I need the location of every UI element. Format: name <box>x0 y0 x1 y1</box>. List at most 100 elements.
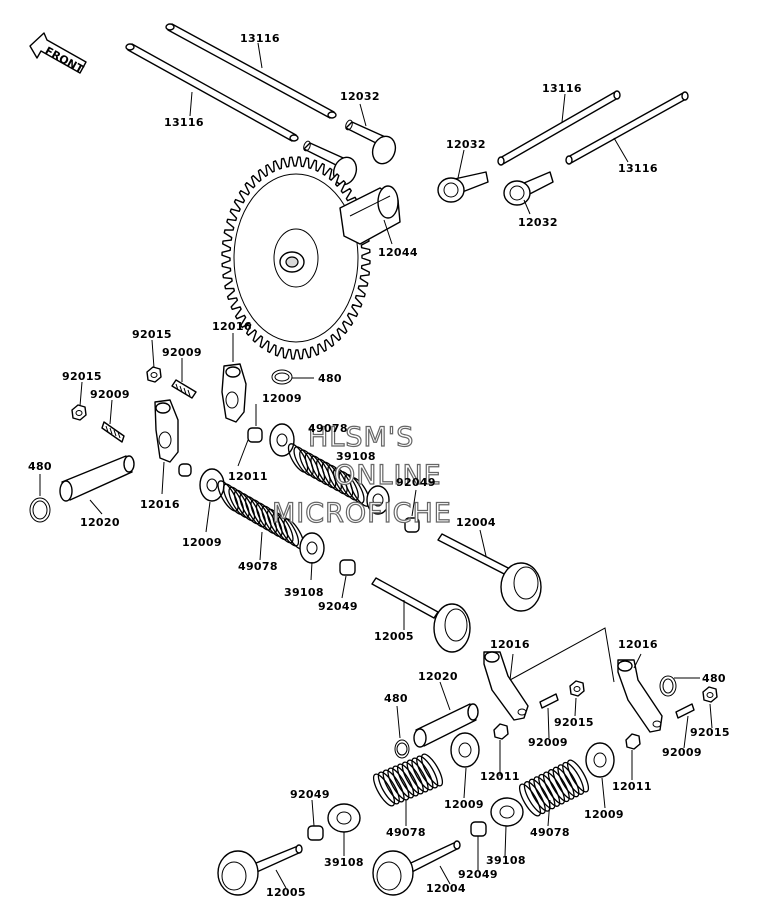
spring-seat-39108-right-b <box>490 797 524 827</box>
callout-label: 12044 <box>378 246 418 259</box>
spring-coil <box>299 449 320 480</box>
spring-coil <box>552 766 575 800</box>
spring-seat-39108-right-a <box>327 803 361 833</box>
collar-12011-right-a <box>493 723 509 740</box>
spring-coil <box>293 446 314 476</box>
retainer-12009-right-a <box>450 732 480 768</box>
spring-coil <box>272 512 294 544</box>
callout-label: 39108 <box>284 586 324 599</box>
callout-label: 92009 <box>90 388 130 401</box>
valve-spring-49078-left-a <box>287 443 371 507</box>
callout-label: 92009 <box>662 746 702 759</box>
watermark-line-2: ONLINE <box>334 460 442 491</box>
spring-coil <box>321 461 342 492</box>
rocker-shaft-12020-right <box>413 703 479 748</box>
callout-label: 92015 <box>554 716 594 729</box>
rocker-arm-12016-lower-left <box>154 399 179 463</box>
callout-label: 12020 <box>418 670 458 683</box>
spring-coil <box>228 486 250 518</box>
stem-seal-92049-right-a <box>307 825 324 841</box>
spring-coil <box>338 470 359 501</box>
spring-coil <box>372 773 396 807</box>
spring-coil <box>547 769 570 803</box>
spring-coil <box>416 755 439 789</box>
callout-label: 13116 <box>240 32 280 45</box>
callout-label: 12016 <box>212 320 252 333</box>
tappet-12032-a <box>345 119 397 165</box>
rocker-arm-12016-lower-right-b <box>617 659 663 733</box>
spring-coil <box>392 765 415 799</box>
callout-label: 12032 <box>446 138 486 151</box>
snap-ring-480-d <box>659 675 677 697</box>
spring-coil <box>266 508 289 541</box>
callout-label: 12005 <box>266 886 306 899</box>
valve-spring-49078-right-b <box>518 759 590 817</box>
callout-label: 92049 <box>396 476 436 489</box>
callout-label: 12009 <box>262 392 302 405</box>
snap-ring-480-b <box>29 497 51 523</box>
watermark-line-1: HLSM'S <box>308 422 414 453</box>
nut-92015-d <box>702 686 718 703</box>
callout-label: 12011 <box>612 780 652 793</box>
callout-label: 13116 <box>542 82 582 95</box>
callout-label: 49078 <box>308 422 348 435</box>
spring-coil <box>406 759 429 793</box>
callout-label: 12016 <box>618 638 658 651</box>
valve-12005-upper <box>371 577 471 653</box>
callout-label: 39108 <box>336 450 376 463</box>
callout-label: 12009 <box>444 798 484 811</box>
watermark: HLSM'S ONLINE MICROFICHE <box>271 421 451 529</box>
spring-coil <box>396 763 420 797</box>
callout-label: 92049 <box>458 868 498 881</box>
valve-12004-upper <box>437 533 542 612</box>
spring-coil <box>244 496 267 528</box>
spring-coil <box>255 502 278 534</box>
spring-coil <box>542 771 566 805</box>
snap-ring-480-a <box>271 369 293 385</box>
camshaft-gear-12044 <box>221 156 401 360</box>
spring-coil <box>538 773 561 807</box>
spring-coil <box>518 783 542 817</box>
collar-12011-left-a <box>247 427 263 443</box>
callout-label: 12020 <box>80 516 120 529</box>
push-rod-13116-d <box>565 91 689 165</box>
spring-coil <box>420 753 444 787</box>
retainer-12009-left-b <box>199 468 225 502</box>
valve-12004-lower <box>372 840 461 896</box>
tappet-12032-b <box>303 140 358 186</box>
push-rod-13116-b <box>125 43 299 142</box>
callout-label: 12009 <box>182 536 222 549</box>
collar-12011-right-b <box>625 733 641 750</box>
spring-coil <box>387 767 410 801</box>
snap-ring-480-c <box>394 739 410 759</box>
callout-label: 92009 <box>162 346 202 359</box>
callout-label: 49078 <box>530 826 570 839</box>
rocker-arm-12016-lower-right-a <box>483 651 529 721</box>
stem-seal-92049-right-b <box>470 821 487 837</box>
callout-label: 12004 <box>456 516 496 529</box>
valve-spring-49078-right-a <box>372 753 444 807</box>
callout-label: 12016 <box>140 498 180 511</box>
spring-coil <box>566 759 590 793</box>
callout-label: 480 <box>384 692 408 705</box>
tappet-12032-d <box>503 171 554 206</box>
spring-seat-39108-left-b <box>299 532 325 564</box>
rocker-arm-12016-upper-left <box>221 363 247 423</box>
spring-coil <box>277 515 300 547</box>
spring-coil <box>562 761 585 795</box>
callout-label: 92049 <box>318 600 358 613</box>
spring-coil <box>316 458 337 489</box>
adjust-screw-92009-c <box>539 693 559 709</box>
adjust-screw-92009-b <box>101 421 125 443</box>
valve-spring-49078-left-b <box>217 480 305 550</box>
spring-coil <box>557 764 580 798</box>
spring-coil <box>377 771 400 805</box>
callout-label: 12032 <box>518 216 558 229</box>
spring-coil <box>332 467 354 498</box>
spring-coil <box>222 483 245 515</box>
callout-label: 49078 <box>238 560 278 573</box>
nut-92015-b <box>71 404 87 421</box>
rocker-shaft-12020-left <box>59 455 135 502</box>
callout-label: 49078 <box>386 826 426 839</box>
